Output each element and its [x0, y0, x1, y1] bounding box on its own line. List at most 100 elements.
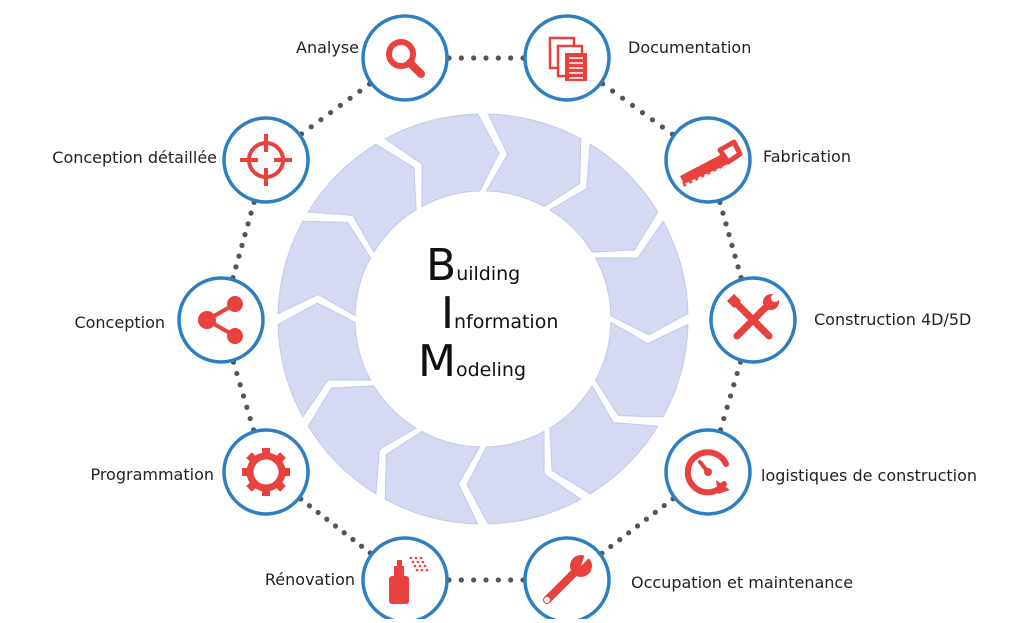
- cycle-arrow-segment: [548, 143, 659, 253]
- connector-dot: [610, 88, 616, 94]
- node-conception-detaillee: [222, 116, 310, 204]
- connector-dot: [508, 55, 514, 61]
- rest-modeling: odeling: [455, 359, 527, 381]
- connector-dot: [318, 117, 324, 123]
- connector-dot: [661, 502, 667, 509]
- saw-icon: [680, 139, 743, 187]
- connector-dot: [471, 55, 477, 61]
- connector-dot: [727, 393, 734, 399]
- connector-dot: [617, 537, 623, 543]
- connector-dot: [236, 253, 242, 259]
- connector-dot: [723, 221, 729, 227]
- center-line-information: Information: [441, 292, 558, 336]
- connector-dot: [244, 404, 250, 410]
- node-circles: [177, 14, 797, 623]
- label-programmation: Programmation: [90, 465, 214, 484]
- cycle-arrow-segment: [277, 302, 372, 418]
- cycle-arrow-segment: [307, 143, 417, 254]
- gear-icon: [242, 448, 290, 496]
- rest-building: uilding: [456, 263, 521, 285]
- connector-dot: [626, 530, 632, 536]
- connector-dot: [315, 509, 321, 516]
- wrench-icon: [543, 552, 595, 604]
- connector-dot: [732, 253, 738, 259]
- cycle-arrow-segment: [485, 113, 582, 208]
- crosshair-icon: [240, 134, 292, 186]
- connector-dot: [508, 577, 514, 583]
- connector-dot: [233, 264, 239, 270]
- node-construction: [709, 276, 797, 364]
- connector-dot: [458, 577, 464, 583]
- center-line-building: Building: [426, 244, 520, 288]
- connector-dot: [483, 55, 489, 61]
- connector-dot: [306, 503, 313, 509]
- documents-icon: [548, 36, 587, 81]
- spray-can-icon: [389, 556, 429, 604]
- node-occupation: [523, 536, 611, 623]
- cycle-arrow-segment: [549, 384, 659, 495]
- connector-dot: [629, 102, 636, 108]
- connector-dot: [619, 95, 626, 101]
- label-construction: Construction 4D/5D: [814, 310, 972, 329]
- connector-dot: [328, 109, 334, 116]
- connector-dot: [734, 370, 740, 377]
- node-conception: [177, 276, 265, 364]
- connector-dot: [234, 370, 240, 377]
- label-conception-detaillee: Conception détaillée: [52, 148, 217, 167]
- label-conception: Conception: [74, 313, 165, 332]
- connector-dot: [608, 543, 614, 550]
- clock-refresh-icon: [684, 449, 730, 496]
- center-circle: [363, 199, 603, 439]
- connector-dot: [357, 88, 363, 94]
- label-documentation: Documentation: [628, 38, 752, 57]
- connector-dot: [721, 415, 727, 422]
- connector-dot: [240, 393, 247, 399]
- connector-dot: [308, 124, 314, 130]
- node-renovation: [361, 536, 449, 623]
- connector-dot: [495, 55, 501, 61]
- center-line-modeling: Modeling: [418, 340, 526, 384]
- cycle-arrow-segment: [384, 430, 481, 525]
- cycle-arrow-segment: [277, 220, 372, 317]
- cycle-arrow-segment: [594, 321, 689, 418]
- connector-dot: [358, 543, 365, 549]
- connector-dot: [724, 404, 730, 410]
- connector-dot: [332, 523, 339, 529]
- connector-dot: [458, 55, 464, 61]
- connector-dot: [350, 536, 356, 543]
- node-documentation: [523, 14, 611, 102]
- connector-dot: [247, 415, 253, 422]
- initial-b: B: [426, 240, 457, 291]
- node-fabrication: [664, 116, 752, 204]
- connector-dot: [649, 117, 656, 123]
- connector-dot: [483, 577, 489, 583]
- connector-dot: [237, 382, 243, 388]
- connector-dot: [341, 530, 347, 536]
- connector-dot: [735, 264, 741, 270]
- node-programmation: [222, 428, 310, 516]
- connector-dot: [471, 577, 477, 583]
- connector-dot: [337, 102, 343, 109]
- connector-dot: [347, 95, 353, 101]
- tools-icon: [726, 293, 779, 340]
- initial-m: M: [418, 336, 456, 387]
- share-icon: [198, 296, 243, 344]
- magnifier-icon: [386, 39, 425, 78]
- label-logistiques: logistiques de construction: [761, 466, 978, 485]
- label-renovation: Rénovation: [264, 570, 355, 589]
- connector-dot: [248, 210, 254, 216]
- connector-dot: [720, 210, 726, 216]
- cycle-arrow-segment: [384, 113, 500, 208]
- node-logistiques: [664, 428, 752, 516]
- cycle-arrows: [277, 113, 689, 525]
- connector-dot: [643, 516, 649, 522]
- connector-dot: [245, 221, 251, 227]
- connector-dot: [731, 382, 737, 388]
- node-analyse: [361, 14, 449, 102]
- cycle-arrow-segment: [466, 430, 582, 525]
- label-fabrication: Fabrication: [763, 147, 851, 166]
- connector-dot: [729, 242, 735, 248]
- connector-dot: [634, 523, 641, 529]
- cycle-arrow-segment: [307, 385, 418, 495]
